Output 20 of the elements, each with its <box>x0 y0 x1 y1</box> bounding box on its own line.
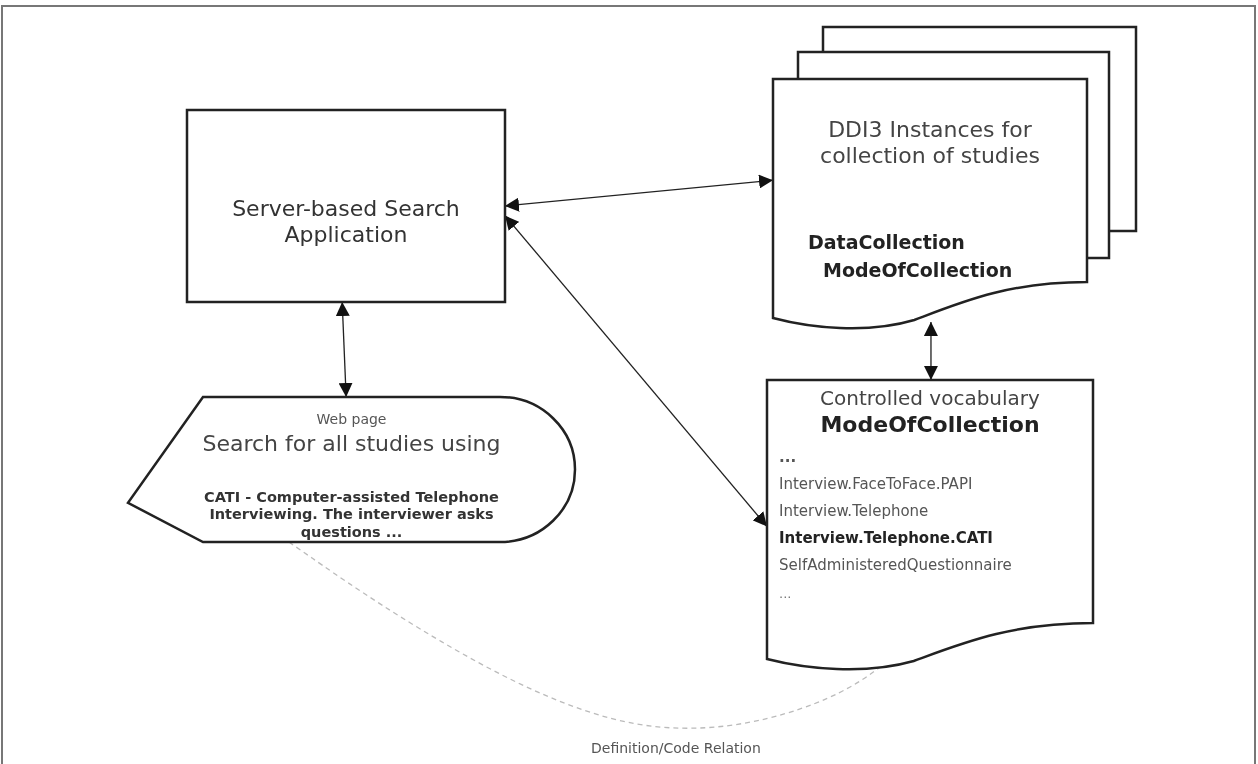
list-item: ... <box>779 448 798 466</box>
shape-heading: Web page <box>315 411 388 428</box>
document-shape <box>773 79 1087 332</box>
shape-title: Search for all studies using <box>201 431 502 458</box>
process-box <box>187 110 505 302</box>
list-item: Interview.Telephone <box>779 502 930 520</box>
field-name: DataCollection <box>808 231 966 254</box>
arrow <box>923 321 938 381</box>
field-name: ModeOfCollection <box>823 259 1014 282</box>
definition-text: CATI - Computer-assisted Telephone Interviewing. The interviewer asks questions ... <box>203 489 500 542</box>
document-shape <box>767 380 1093 673</box>
list-item: ... <box>779 586 793 602</box>
list-item: SelfAdministeredQuestionnaire <box>779 556 1013 574</box>
list-item: Interview.FaceToFace.PAPI <box>779 475 974 493</box>
document-title: DDI3 Instances for collection of studies <box>819 117 1041 170</box>
box-title: Server-based Search Application <box>231 196 461 249</box>
document-title: Controlled vocabulary <box>819 386 1041 410</box>
document-subtitle: ModeOfCollection <box>819 412 1041 439</box>
display-shape <box>128 397 575 542</box>
list-item: Interview.Telephone.CATI <box>779 529 994 547</box>
